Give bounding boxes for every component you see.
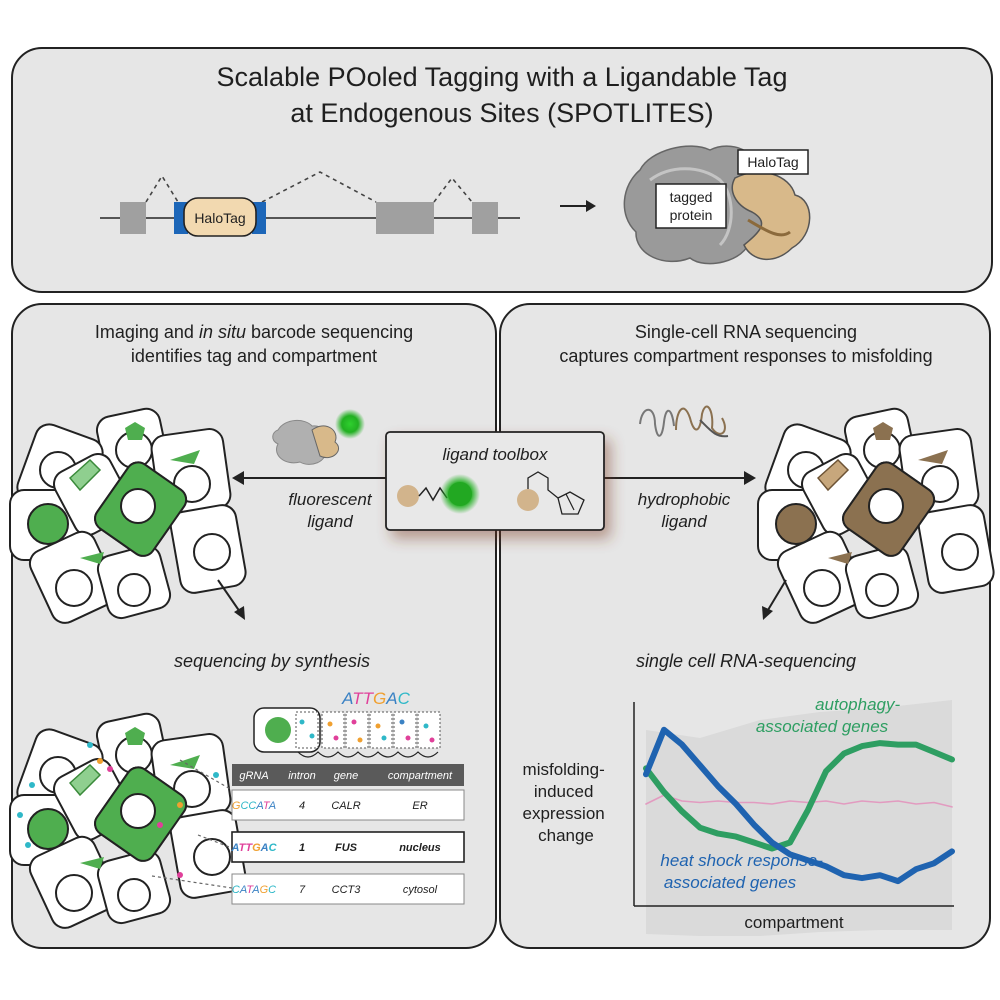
barcode-base: A [385,689,397,708]
chart-y-label-line: change [538,826,594,845]
tagged-protein-illustration: tagged protein HaloTag [623,145,811,265]
barcode-sequence: ATTGAC [341,689,410,708]
halotag-protein-label-box [737,149,809,175]
chart-y-label-line: induced [534,782,594,801]
table-row [231,873,465,905]
table-header-row [232,764,464,786]
table-cell-gene: CCT3 [332,884,362,896]
chart-y-label-line: expression [523,804,605,823]
table-cell-grna: GCCATA [232,800,276,812]
table-header-cell: gRNA [239,770,268,782]
table-cell-intron: 4 [299,800,305,812]
fluorescent-ligand-label-2: ligand [307,512,353,531]
hydrophobic-ligand-label-1: hydrophobic [638,490,731,509]
halotag-insert-box [183,197,257,237]
chart-series-line-baseline [645,794,953,808]
table-cell-gene: CALR [331,800,360,812]
single-cell-rna-seq-label: single cell RNA-sequencing [636,651,856,671]
arrow-right-long-icon [604,471,756,485]
chart-y-label-line: misfolding- [523,760,605,779]
misfolded-protein-icon [639,405,729,438]
fluorescent-ligand-molecule-icon [397,474,480,514]
left-heading-2: identifies tag and compartment [131,346,377,366]
barcode-readout: ATTGAC [253,689,441,758]
barcode-base: G [373,689,386,708]
table-header-cell: compartment [388,770,453,782]
right-heading-2: captures compartment responses to misfol… [559,346,932,366]
fluorescent-ligand-icon [272,409,365,465]
right-heading-1: Single-cell RNA sequencing [635,322,857,342]
chart-series-line-heat-shock [643,726,955,885]
arrow-right-icon [560,200,596,212]
barcode-base: T [363,689,375,708]
chart-y-label: misfolding- induced expression change [523,760,610,845]
sequenced-cells [9,710,249,934]
table-cell-intron: 7 [299,884,306,896]
misfolding-cells [757,405,997,629]
fluorescent-ligand-label-1: fluorescent [288,490,372,509]
series-label-autophagy: autophagy- associated genes [756,695,905,736]
chart-x-label: compartment [744,913,843,932]
guide-table: gRNA intron gene compartment GCCATA 4 CA… [230,764,465,905]
table-cell-compartment: nucleus [399,842,441,854]
guide-leader-lines [151,759,233,889]
halotag-insert-label: HaloTag [194,210,245,226]
ligand-toolbox-label: ligand toolbox [443,445,548,464]
series-label-heat-shock: heat shock response- associated genes [660,851,827,892]
chart-series-line-autophagy [643,740,955,852]
hydrophobic-ligand-molecule-icon [517,471,585,515]
tagged-protein-label-box [655,183,727,229]
barcode-base: T [352,689,364,708]
hydrophobic-ligand-label-2: ligand [661,512,707,531]
table-header-cell: intron [288,770,316,782]
table-cell-grna: CATAGC [232,884,276,896]
arrow-down-left-icon [217,579,245,620]
table-cell-intron: 1 [299,842,305,854]
barcode-base: C [398,689,411,708]
ligand-toolbox-box [385,431,605,531]
left-heading-1: Imaging and in situ barcode sequencing [95,322,413,342]
table-cell-grna: ATTGAC [230,842,277,854]
arrow-left-icon [232,471,388,485]
arrow-down-left-icon [762,579,787,620]
tagged-protein-label-2: protein [670,207,713,223]
table-cell-gene: FUS [335,842,358,854]
table-header-cell: gene [334,770,358,782]
table-row [231,831,465,863]
fluorescent-cells [9,405,249,629]
table-cell-compartment: ER [412,800,427,812]
expression-chart: misfolding- induced expression change co… [523,695,955,936]
sequencing-by-synthesis-label: sequencing by synthesis [174,651,370,671]
ligand-toolbox: ligand toolbox [385,431,605,531]
gene-construct: HaloTag [100,171,520,237]
table-cell-compartment: cytosol [403,884,438,896]
halotag-protein-label: HaloTag [747,154,798,170]
barcode-base: A [341,689,353,708]
title-line-1: Scalable POoled Tagging with a Ligandabl… [217,62,788,92]
tagged-protein-label-1: tagged [670,189,713,205]
table-row [231,789,465,821]
title-line-2: at Endogenous Sites (SPOTLITES) [290,98,713,128]
